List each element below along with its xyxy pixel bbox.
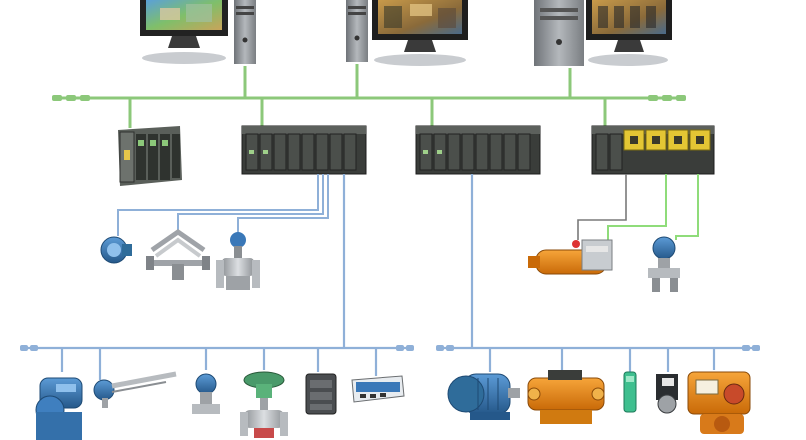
operator-workstation-1	[140, 0, 256, 64]
positioner-icon	[656, 374, 678, 414]
monitor-stand	[168, 36, 200, 48]
radar-icon	[35, 377, 83, 440]
bus-terminators	[52, 95, 686, 101]
heater-icon	[528, 239, 613, 275]
fieldbus-mid-right	[607, 174, 699, 240]
valve-icon	[240, 371, 288, 438]
monitor-stand	[614, 40, 644, 52]
keyboard	[374, 54, 466, 66]
transmitter-icon	[192, 373, 220, 414]
fieldbus-mid-left	[117, 174, 329, 236]
pc-tower	[346, 0, 368, 62]
controller-rack-with-terminals	[591, 125, 715, 175]
monitor-stand	[404, 40, 436, 52]
keyboard	[588, 54, 668, 66]
fieldbus-trunk-right	[438, 346, 756, 372]
io-module-icon	[305, 373, 337, 415]
valve-controller-icon	[687, 371, 751, 434]
actuator-icon	[527, 370, 605, 424]
fieldbus-trunk-left	[26, 346, 412, 380]
trunk-terminators	[20, 345, 760, 351]
flowmeter-icon	[100, 236, 132, 264]
keyboard	[142, 52, 226, 64]
engineering-workstation	[534, 0, 672, 66]
pc-tower	[234, 0, 256, 64]
operator-workstation-2	[346, 0, 468, 66]
control-network	[52, 64, 685, 128]
coriolis-icon	[146, 228, 210, 280]
probe-icon	[93, 371, 177, 408]
controller-rack-1	[241, 125, 367, 175]
distributed-io-rack	[118, 126, 182, 186]
transmitter-icon	[648, 236, 680, 292]
network-module-icon	[351, 375, 405, 403]
controller-rack-2	[415, 125, 541, 175]
wiring-mid-right-dark	[577, 174, 627, 240]
vortex-icon	[216, 232, 260, 290]
sensor-icon	[623, 371, 637, 413]
motor-icon	[447, 373, 520, 420]
